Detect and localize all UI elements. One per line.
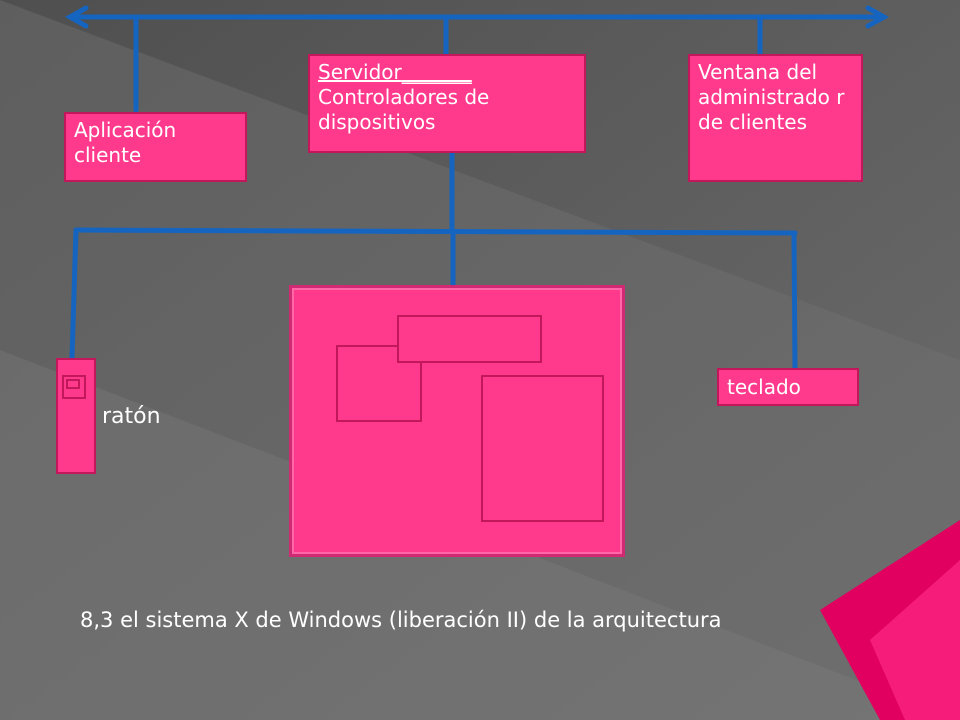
mouse-button-icon [62,375,86,399]
left-arrow-head [64,5,89,29]
server-title: Servidor [318,60,402,84]
screen-window-top [397,315,542,363]
screen-window-large [481,375,604,522]
keyboard-box: teclado [717,368,859,406]
keyboard-label: teclado [727,375,801,399]
client-application-box: Aplicación cliente [64,112,247,182]
right-arrow-head [865,5,890,29]
display-screen [289,285,625,557]
client-application-label: Aplicación cliente [74,118,177,167]
device-drivers-label: Controladores de dispositivos [318,85,490,134]
mouse-connector [69,227,79,361]
mouse-label: ratón [102,404,161,429]
keyboard-connector [791,230,798,371]
window-manager-label: Ventana del administrado r de clientes [698,60,845,134]
mouse-device [56,358,96,474]
lower-bus-line [75,227,798,236]
diagram-caption: 8,3 el sistema X de Windows (liberación … [80,608,722,632]
server-box: Servidor_______ Controladores de disposi… [308,54,586,153]
server-title-blank: _______ [401,60,472,84]
window-manager-box: Ventana del administrado r de clientes [688,54,863,182]
